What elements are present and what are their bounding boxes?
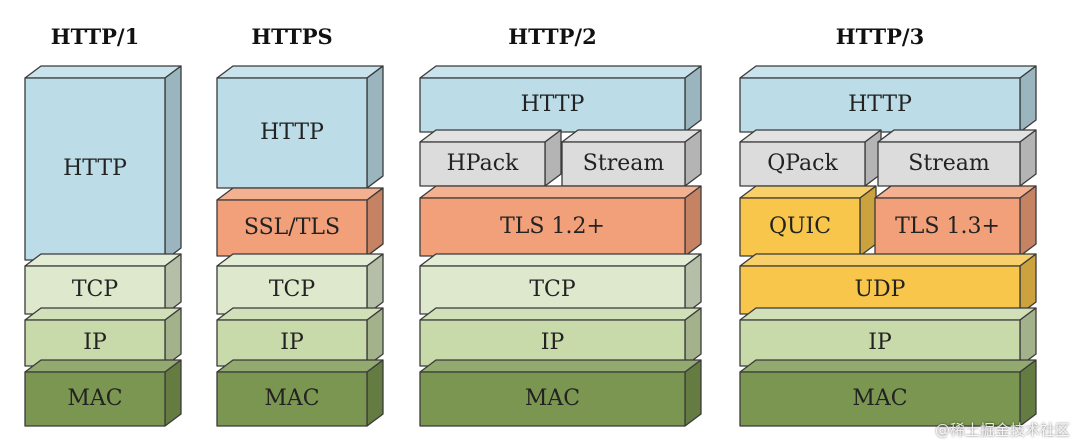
layer-http3-qpack-top-face	[739, 129, 882, 143]
layer-http3-stream-block	[877, 129, 1037, 187]
layer-https-ssl-tls-front-face	[216, 199, 368, 257]
layer-http2-tcp-front-face	[419, 265, 686, 315]
layer-http3-http-side-face	[1019, 65, 1037, 133]
layer-http2-ip-top-face	[419, 307, 702, 321]
layer-http2-tls-1-2-top-face	[419, 185, 702, 199]
layer-http1-mac-front-face	[24, 371, 166, 427]
layer-http3-tls-1-3-top-face	[874, 185, 1037, 199]
layer-http1-tcp-top-face	[24, 253, 182, 267]
column-title-http3: HTTP/3	[835, 24, 925, 49]
layer-http2-hpack-front-face	[419, 141, 546, 187]
layer-http2-tcp-block	[419, 253, 702, 315]
layer-https-ssl-tls-block	[216, 187, 384, 257]
layer-http2-http-top-face	[419, 65, 702, 79]
layer-http3-stream-top-face	[877, 129, 1037, 143]
layer-http2-tls-1-2-side-face	[684, 185, 702, 257]
layer-https-http-side-face	[366, 65, 384, 189]
layer-http3-quic-side-face	[859, 185, 877, 257]
layer-http3-udp-front-face	[739, 265, 1021, 315]
layer-http2-tls-1-2-front-face	[419, 197, 686, 257]
layer-https-ip-block	[216, 307, 384, 367]
layer-http1-tcp-front-face	[24, 265, 166, 315]
layer-http3-mac-top-face	[739, 359, 1037, 373]
layer-http1-mac-block	[24, 359, 182, 427]
layer-http2-hpack-top-face	[419, 129, 562, 143]
layer-http2-tcp-top-face	[419, 253, 702, 267]
layer-http3-quic-block	[739, 185, 877, 257]
layer-http2-stream-top-face	[561, 129, 702, 143]
layer-http1-http-block	[24, 65, 182, 261]
layer-http1-http-front-face	[24, 77, 166, 261]
layer-http3-ip-top-face	[739, 307, 1037, 321]
layer-http3-mac-side-face	[1019, 359, 1037, 427]
layer-http2-tls-1-2-block	[419, 185, 702, 257]
layer-https-ssl-tls-top-face	[216, 187, 384, 201]
layer-http3-stream-front-face	[877, 141, 1021, 187]
layer-http2-hpack-block	[419, 129, 562, 187]
layer-http2-http-block	[419, 65, 702, 133]
layer-http2-http-front-face	[419, 77, 686, 133]
layer-http1-mac-side-face	[164, 359, 182, 427]
layer-http1-http-top-face	[24, 65, 182, 79]
layer-https-tcp-top-face	[216, 253, 384, 267]
layer-http2-stream-front-face	[561, 141, 686, 187]
layer-https-mac-top-face	[216, 359, 384, 373]
layer-http3-ip-front-face	[739, 319, 1021, 367]
layer-https-ip-top-face	[216, 307, 384, 321]
layer-https-mac-side-face	[366, 359, 384, 427]
column-title-https: HTTPS	[251, 24, 333, 49]
layer-http2-mac-block	[419, 359, 702, 427]
layer-http3-mac-block	[739, 359, 1037, 427]
layer-https-http-front-face	[216, 77, 368, 189]
layer-http1-ip-front-face	[24, 319, 166, 367]
layer-https-mac-block	[216, 359, 384, 427]
watermark: @稀土掘金技术社区	[934, 421, 1070, 439]
layer-https-http-top-face	[216, 65, 384, 79]
layer-https-tcp-front-face	[216, 265, 368, 315]
layer-http1-ip-block	[24, 307, 182, 367]
layer-http2-http-side-face	[684, 65, 702, 133]
layer-http1-tcp-block	[24, 253, 182, 315]
layer-http3-tls-1-3-front-face	[874, 197, 1021, 257]
column-title-http1: HTTP/1	[50, 24, 140, 49]
layer-http2-ip-block	[419, 307, 702, 367]
layer-http3-qpack-block	[739, 129, 882, 187]
layer-http1-http-side-face	[164, 65, 182, 261]
layer-http2-mac-top-face	[419, 359, 702, 373]
layer-https-ip-front-face	[216, 319, 368, 367]
layer-http1-ip-top-face	[24, 307, 182, 321]
layer-http2-mac-front-face	[419, 371, 686, 427]
layer-https-ssl-tls-side-face	[366, 187, 384, 257]
layer-http2-stream-block	[561, 129, 702, 187]
layer-http3-http-block	[739, 65, 1037, 133]
layer-http2-ip-front-face	[419, 319, 686, 367]
column-title-http2: HTTP/2	[508, 24, 597, 49]
layer-http3-qpack-front-face	[739, 141, 866, 187]
layer-https-mac-front-face	[216, 371, 368, 427]
layer-http3-http-front-face	[739, 77, 1021, 133]
layer-https-tcp-block	[216, 253, 384, 315]
layer-http3-ip-block	[739, 307, 1037, 367]
layer-http1-mac-top-face	[24, 359, 182, 373]
layer-http2-mac-side-face	[684, 359, 702, 427]
layer-http3-quic-front-face	[739, 197, 861, 257]
layer-http3-tls-1-3-block	[874, 185, 1037, 257]
layer-http3-quic-top-face	[739, 185, 877, 199]
layer-http3-udp-block	[739, 253, 1037, 315]
layer-https-http-block	[216, 65, 384, 189]
layer-http3-mac-front-face	[739, 371, 1021, 427]
layer-http3-tls-1-3-side-face	[1019, 185, 1037, 257]
layer-http3-udp-top-face	[739, 253, 1037, 267]
layer-http3-http-top-face	[739, 65, 1037, 79]
